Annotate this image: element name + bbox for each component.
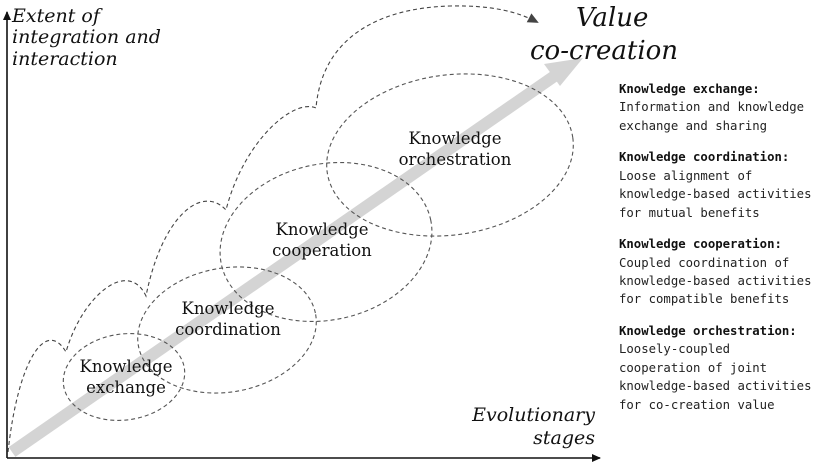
progression-arrow-head — [544, 58, 583, 86]
definition-text: Coupled coordination of knowledge-based … — [619, 255, 812, 307]
y-axis-label: Extent of integration and interaction — [12, 5, 202, 70]
y-axis-label-line: integration and — [12, 26, 161, 49]
stage-label-knowledge-coordination: Knowledge coordination — [150, 298, 306, 341]
stage-label-knowledge-orchestration: Knowledge orchestration — [380, 128, 530, 171]
definition-text: Loose alignment of knowledge-based activ… — [619, 168, 812, 220]
definition-knowledge-coordination: Knowledge coordination: Loose alignment … — [619, 148, 824, 222]
y-axis-label-line: Extent of — [12, 5, 100, 27]
x-axis-label-line: stages — [533, 426, 595, 449]
stage-label-line: Knowledge — [275, 220, 369, 239]
ellipse-knowledge-coordination — [137, 266, 317, 394]
x-axis-label: Evolutionary stages — [465, 404, 595, 450]
evolution-path — [7, 5, 539, 453]
definition-title: Knowledge coordination: — [619, 150, 790, 165]
definition-title: Knowledge exchange: — [619, 82, 760, 96]
definition-knowledge-orchestration: Knowledge orchestration: Loosely-coupled… — [619, 322, 824, 414]
definition-knowledge-exchange: Knowledge exchange: Information and know… — [619, 80, 824, 135]
x-axis-label-line: Evolutionary — [472, 404, 595, 426]
stage-definitions: Knowledge exchange: Information and know… — [619, 80, 824, 427]
stage-label-knowledge-exchange: Knowledge exchange — [68, 356, 184, 399]
outcome-line: co-creation — [530, 35, 679, 66]
definition-knowledge-cooperation: Knowledge cooperation: Coupled coordinat… — [619, 235, 824, 309]
stage-label-line: cooperation — [272, 241, 372, 261]
stage-label-line: coordination — [175, 320, 281, 340]
stage-label-line: exchange — [86, 378, 166, 398]
stage-label-line: Knowledge — [408, 129, 502, 148]
outcome-line: Value — [576, 3, 649, 33]
stage-label-line: Knowledge — [79, 357, 173, 376]
definition-title: Knowledge orchestration: — [619, 323, 797, 338]
ellipse-knowledge-orchestration — [326, 73, 574, 237]
value-co-creation-label: Value co-creation — [530, 2, 710, 67]
definition-text: Loosely-coupled cooperation of joint kno… — [619, 342, 812, 412]
y-axis-label-line: interaction — [12, 47, 118, 70]
ellipse-knowledge-cooperation — [219, 161, 433, 323]
definition-title: Knowledge cooperation: — [619, 237, 782, 252]
ellipse-knowledge-exchange — [62, 333, 186, 421]
stage-label-line: orchestration — [398, 150, 512, 170]
stage-label-line: Knowledge — [181, 299, 275, 318]
progression-arrow-shaft — [8, 70, 560, 457]
definition-text: Information and knowledge exchange and s… — [619, 100, 805, 133]
stage-label-knowledge-cooperation: Knowledge cooperation — [254, 219, 390, 262]
